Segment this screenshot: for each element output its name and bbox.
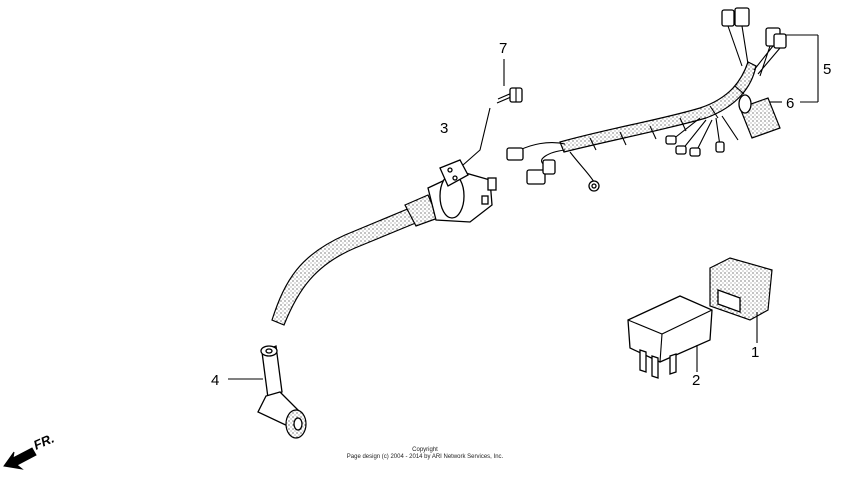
callout-6: 6 [786,95,794,112]
callout-2: 2 [692,372,700,389]
copyright-notice: Page design (c) 2004 - 2014 by ARI Netwo… [347,454,504,460]
front-label: FR. [31,431,56,453]
callout-4: 4 [211,372,219,389]
bolt-part-7 [496,59,523,104]
spark-plug-cap-part-4 [228,345,307,439]
callout-1: 1 [751,344,759,361]
copyright-heading: Copyright [412,447,438,453]
relay-part-2 [627,295,713,379]
arrow-left-icon [3,447,37,470]
callout-5: 5 [823,61,831,78]
ignition-coil-part-3 [271,107,497,326]
relay-mount-part-1 [709,257,773,343]
callout-7: 7 [499,40,507,57]
rubber-cap-part-6 [738,94,782,139]
front-direction-indicator: FR. [3,431,56,470]
wire-harness-part-5 [506,7,819,192]
callout-3: 3 [440,120,448,137]
